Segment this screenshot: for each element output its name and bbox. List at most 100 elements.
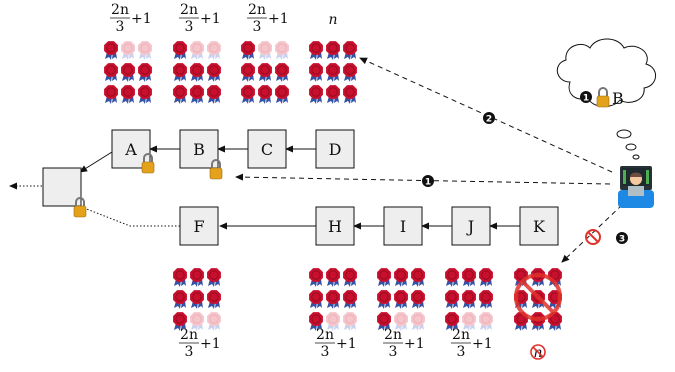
wax-seal-icon xyxy=(479,268,493,287)
fraction-numerator: 2n xyxy=(180,327,198,343)
wax-seal-icon xyxy=(377,312,391,331)
fraction-label: 2n3+1 xyxy=(179,327,221,360)
fraction-numerator: 2n xyxy=(452,327,470,343)
wax-seal-icon xyxy=(173,312,187,331)
wax-seal-icon xyxy=(326,290,340,309)
link-f-genesis xyxy=(83,207,180,227)
step-badge-3-label: 3 xyxy=(619,235,625,245)
step-badge-1-label: 1 xyxy=(425,178,431,188)
fraction-denominator: 3 xyxy=(116,19,125,35)
fraction-numerator: 2n xyxy=(248,2,266,18)
thought-text: B xyxy=(612,89,624,108)
wax-seal-icon xyxy=(207,312,221,331)
fraction-denominator: 3 xyxy=(253,19,262,35)
prohibited-icon xyxy=(514,273,562,321)
wax-seal-icon xyxy=(343,85,357,104)
step-badge-3: 3 xyxy=(616,232,628,245)
wax-seal-icon xyxy=(445,268,459,287)
block-j-label: J xyxy=(466,217,474,236)
bottom-chain: F H I J K xyxy=(179,206,559,246)
block-c[interactable] xyxy=(247,129,287,169)
chain-links xyxy=(9,145,520,230)
prohibited-icon xyxy=(530,344,546,360)
fraction-tail: +1 xyxy=(268,11,289,27)
wax-seal-icon xyxy=(173,85,187,104)
fraction-numerator: 2n xyxy=(180,2,198,18)
block-b[interactable] xyxy=(179,129,219,169)
wax-seal-icon xyxy=(445,312,459,331)
wax-seal-icon xyxy=(309,63,323,82)
fraction-denominator: 3 xyxy=(321,344,330,360)
block-c-label: C xyxy=(261,140,273,159)
wax-seal-icon xyxy=(121,63,135,82)
block-i[interactable] xyxy=(383,206,423,246)
wax-seal-icon xyxy=(326,63,340,82)
wax-seal-icon xyxy=(462,268,476,287)
wax-seal-icon xyxy=(241,41,255,60)
wax-seal-icon xyxy=(190,268,204,287)
wax-seal-icon xyxy=(309,85,323,104)
block-d[interactable] xyxy=(315,129,355,169)
wax-seal-icon xyxy=(173,268,187,287)
step-badge-2-label: 2 xyxy=(486,115,492,125)
wax-seal-icon xyxy=(462,290,476,309)
wax-seal-icon xyxy=(190,290,204,309)
fraction-denominator: 3 xyxy=(457,344,466,360)
block-j[interactable] xyxy=(451,206,491,246)
wax-seal-icon xyxy=(104,85,118,104)
wax-seal-icon xyxy=(121,85,135,104)
wax-seal-icon xyxy=(394,290,408,309)
fraction-denominator: 3 xyxy=(389,344,398,360)
wax-seal-icon xyxy=(207,85,221,104)
padlock-icon xyxy=(73,197,87,218)
block-h[interactable] xyxy=(315,206,355,246)
genesis-block[interactable] xyxy=(42,167,82,207)
block-f[interactable] xyxy=(179,206,219,246)
wax-seal-icon xyxy=(343,290,357,309)
wax-seal-icon xyxy=(343,41,357,60)
bottom-seal-groups xyxy=(173,268,562,331)
wax-seal-icon xyxy=(309,268,323,287)
fraction-label: 2n3+1 xyxy=(451,327,493,360)
wax-seal-icon xyxy=(190,41,204,60)
step-badge-1: 1 xyxy=(422,175,434,188)
wax-seal-icon xyxy=(462,312,476,331)
thought-bubble-icon xyxy=(556,38,656,160)
wax-seal-icon xyxy=(394,312,408,331)
technologist-icon[interactable] xyxy=(618,166,654,208)
block-d-label: D xyxy=(329,140,342,159)
wax-seal-icon xyxy=(326,41,340,60)
prohibited-icon xyxy=(585,229,601,245)
block-h-label: H xyxy=(328,217,342,236)
prohibited-icon xyxy=(514,273,562,321)
fraction-label: 2n3+1 xyxy=(383,327,425,360)
wax-seal-icon xyxy=(121,41,135,60)
wax-seal-icon xyxy=(326,268,340,287)
padlock-icon xyxy=(209,159,223,180)
wax-seal-icon xyxy=(241,85,255,104)
top-chain: A B C D xyxy=(111,129,355,169)
block-k[interactable] xyxy=(519,206,559,246)
wax-seal-icon xyxy=(309,312,323,331)
wax-seal-icon xyxy=(343,268,357,287)
thought-step-label: 1 xyxy=(583,94,589,104)
step-badge-2: 2 xyxy=(483,112,495,125)
wax-seal-icon xyxy=(394,268,408,287)
wax-seal-icon xyxy=(411,268,425,287)
thought-step-badge: 1 xyxy=(580,91,592,104)
wax-seal-icon xyxy=(138,41,152,60)
wax-seal-icon xyxy=(309,41,323,60)
wax-seal-icon xyxy=(275,85,289,104)
wax-seal-icon xyxy=(190,63,204,82)
wax-seal-icon xyxy=(275,63,289,82)
wax-seal-icon xyxy=(104,41,118,60)
fraction-numerator: 2n xyxy=(316,327,334,343)
wax-seal-icon xyxy=(531,312,545,331)
block-k-label: K xyxy=(533,217,546,236)
fraction-tail: +1 xyxy=(336,336,357,352)
fraction-denominator: 3 xyxy=(185,19,194,35)
fraction-numerator: 2n xyxy=(384,327,402,343)
wax-seal-icon xyxy=(445,290,459,309)
fraction-tail: +1 xyxy=(200,11,221,27)
